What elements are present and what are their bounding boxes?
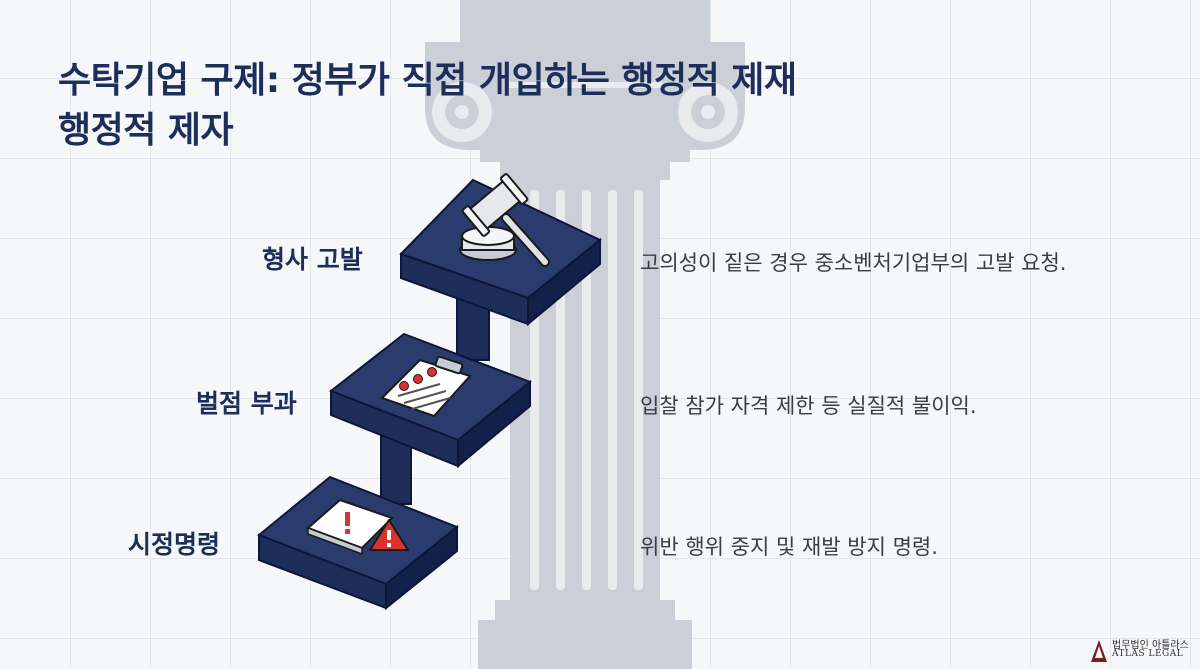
gavel-icon bbox=[459, 173, 550, 267]
title-line-1: 수탁기업 구제: 정부가 직접 개입하는 행정적 제재 bbox=[58, 60, 797, 101]
firm-logo: 법무법인 아틀라스 ATLAS LEGAL bbox=[1090, 633, 1190, 663]
step-description-penalty-points: 입찰 참가 자격 제한 등 실질적 불이익. bbox=[640, 394, 977, 418]
step-description-corrective-order: 위반 행위 중지 및 재발 방지 명령. bbox=[640, 535, 938, 559]
title-line-2: 행정적 제자 bbox=[58, 110, 234, 151]
step-label-corrective-order: 시정명령 bbox=[128, 530, 221, 559]
clipboard-icon bbox=[380, 355, 472, 418]
logo-english-name: ATLAS LEGAL bbox=[1112, 649, 1184, 659]
page-title: 수탁기업 구제: 정부가 직접 개입하는 행정적 제재 행정적 제자 bbox=[58, 56, 797, 156]
step-label-criminal-complaint: 형사 고발 bbox=[262, 245, 363, 274]
logo-korean-name: 법무법인 아틀라스 bbox=[1112, 640, 1189, 651]
step-description-criminal-complaint: 고의성이 짙은 경우 중소벤처기업부의 고발 요청. bbox=[640, 251, 1067, 275]
warning-document-icon bbox=[306, 498, 409, 556]
step-label-penalty-points: 벌점 부과 bbox=[196, 389, 297, 418]
atlas-triangle-icon bbox=[1091, 640, 1107, 662]
